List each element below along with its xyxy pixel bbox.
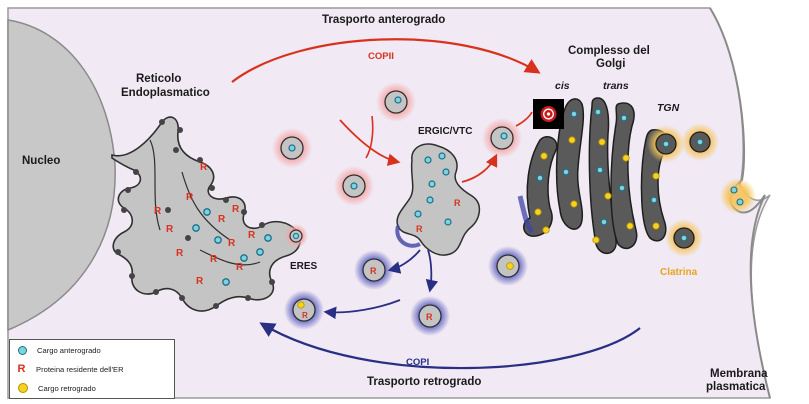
retrograde-arrow <box>259 322 641 370</box>
ergic-resident: RR <box>416 198 461 234</box>
ribosomes <box>115 119 275 309</box>
nucleus <box>7 19 116 332</box>
svg-text:R: R <box>454 198 461 208</box>
golgi-anterograde-cargo <box>536 108 658 226</box>
copi-label: COPI <box>406 357 430 368</box>
svg-text:R: R <box>228 238 236 249</box>
retrograde-cargo-icon <box>18 383 28 393</box>
golgi-complex-label-2: Golgi <box>596 58 626 70</box>
legend-row-resident: R Proteina residente dell'ER <box>16 362 124 376</box>
copi-arrow-1 <box>425 249 439 293</box>
anterograde-arrow <box>231 38 541 83</box>
er-resident-icon: R <box>17 363 26 375</box>
svg-text:R: R <box>154 206 162 217</box>
er-anterograde-cargo <box>192 208 272 286</box>
svg-text:R: R <box>236 262 244 273</box>
legend-resident-label: Proteina residente dell'ER <box>36 364 124 374</box>
plasma-membrane-label-1: Membrana <box>710 368 768 380</box>
legend-anterograde-label: Cargo anterogrado <box>37 345 101 355</box>
copi-vesicles: R R R <box>284 246 528 336</box>
copi-arrow-3 <box>323 299 401 320</box>
golgi-complex-label-1: Complesso del <box>568 45 650 57</box>
legend-row-retrograde: Cargo retrogrado <box>18 381 96 395</box>
eres-label: ERES <box>290 261 318 272</box>
svg-text:R: R <box>176 248 184 259</box>
er-label-2: Endoplasmatico <box>121 87 210 99</box>
ergic-label: ERGIC/VTC <box>418 126 473 137</box>
ergic-to-golgi-arrow <box>461 153 498 183</box>
golgi-retrograde-cargo <box>534 136 660 244</box>
svg-text:R: R <box>218 214 226 225</box>
clathrin-label: Clatrina <box>660 267 698 278</box>
er-label-1: Reticolo <box>136 73 182 85</box>
copii-vesicles <box>272 82 522 206</box>
svg-text:R: R <box>186 192 194 203</box>
er-resident-proteins: RRR RRR RRR RRR <box>154 162 256 287</box>
trans-label: trans <box>603 80 629 92</box>
copii-arrow-2 <box>365 115 374 159</box>
ergic-cargo <box>414 152 452 226</box>
svg-text:R: R <box>166 224 174 235</box>
svg-text:R: R <box>232 204 240 215</box>
svg-text:R: R <box>302 311 308 320</box>
svg-text:R: R <box>370 266 377 276</box>
svg-text:R: R <box>196 276 204 287</box>
legend-retrograde-label: Cargo retrogrado <box>38 383 96 393</box>
svg-text:R: R <box>416 224 423 234</box>
to-cis-arrow <box>515 111 533 127</box>
ergic-vtc <box>396 143 481 256</box>
anterograde-cargo-icon <box>18 345 27 355</box>
nucleus-label: Nucleo <box>22 155 61 167</box>
anterograde-transport-label: Trasporto anterogrado <box>322 14 446 26</box>
retrograde-transport-label: Trasporto retrogrado <box>367 376 482 388</box>
copi-arrow-2 <box>387 249 421 274</box>
clathrin-vesicles <box>647 123 756 257</box>
tgn-label: TGN <box>657 102 680 114</box>
svg-text:R: R <box>426 312 433 322</box>
svg-text:R: R <box>248 230 256 241</box>
svg-text:R: R <box>200 162 208 173</box>
cis-label: cis <box>555 80 570 92</box>
svg-text:R: R <box>210 254 218 265</box>
plasma-membrane-label-2: plasmatica <box>706 381 766 393</box>
legend-row-anterograde: Cargo anterogrado <box>18 343 101 357</box>
copii-label: COPII <box>368 51 394 62</box>
legend: Cargo anterogrado R Proteina residente d… <box>9 339 175 399</box>
